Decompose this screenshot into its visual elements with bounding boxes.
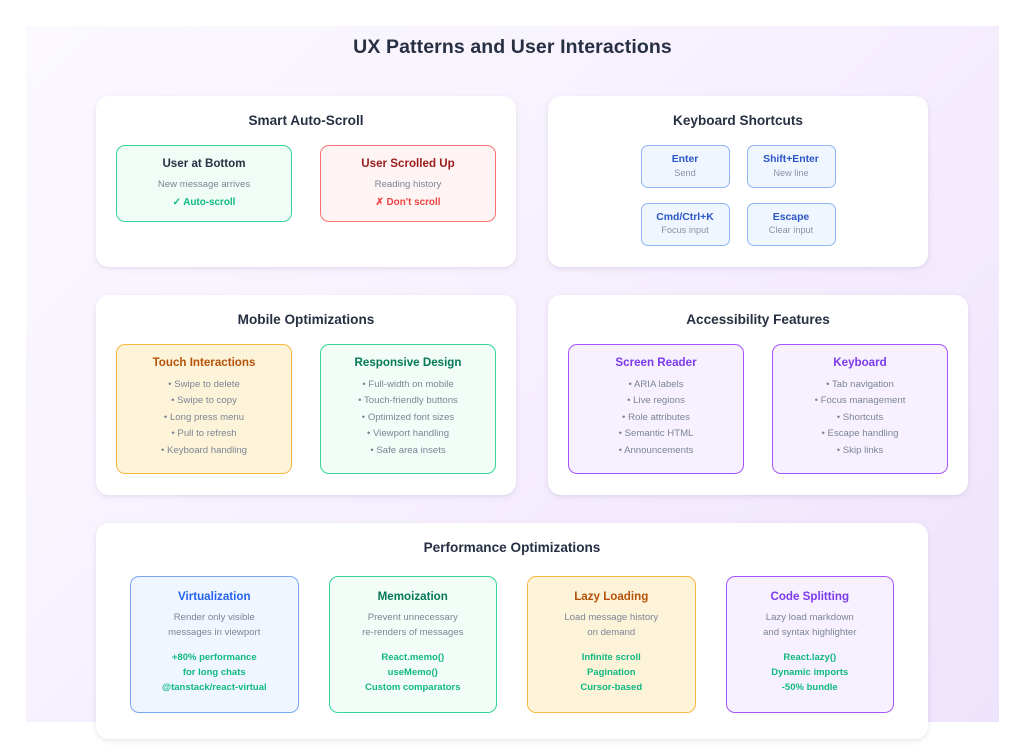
key-action: Send (674, 167, 696, 178)
panel-title-accessibility-features: Accessibility Features (686, 311, 830, 327)
list-item: • Viewport handling (366, 428, 450, 440)
panel-title-mobile-optimizations: Mobile Optimizations (237, 311, 375, 327)
list-item: • Safe area insets (370, 444, 446, 456)
panel-smart-auto-scroll: Smart Auto-Scroll User at Bottom New mes… (96, 96, 516, 267)
card-title: Touch Interactions (152, 355, 256, 369)
shortcut-key-list: Enter Send Shift+Enter New line Cmd/Ctrl… (568, 145, 908, 246)
accessibility-card-row: Screen Reader • ARIA labels • Live regio… (568, 343, 948, 475)
panel-accessibility-features: Accessibility Features Screen Reader • A… (548, 294, 968, 496)
card-title: Code Splitting (770, 590, 850, 604)
key-label: Shift+Enter (763, 154, 819, 165)
card-metrics: React.memo()useMemo()Custom comparators (364, 651, 461, 694)
list-item: • Swipe to delete (168, 378, 240, 390)
list-item: • Escape handling (821, 428, 899, 440)
list-item: • Semantic HTML (618, 428, 694, 440)
card-title: Responsive Design (354, 355, 462, 369)
mobile-card-row: Touch Interactions • Swipe to delete • S… (116, 343, 496, 475)
feature-list: • Swipe to delete • Swipe to copy • Long… (127, 377, 281, 460)
card-title: Memoization (377, 590, 448, 604)
list-item: • Tab navigation (826, 378, 894, 390)
card-responsive-design[interactable]: Responsive Design • Full-width on mobile… (320, 343, 496, 475)
card-title: Virtualization (177, 590, 251, 604)
card-title: Screen Reader (615, 355, 697, 369)
shortcut-key-escape[interactable]: Escape Clear input (746, 202, 836, 246)
list-item: • Skip links (836, 444, 884, 456)
list-item: • ARIA labels (628, 378, 684, 390)
key-action: Focus input (661, 225, 709, 236)
panel-title-keyboard-shortcuts: Keyboard Shortcuts (673, 113, 803, 128)
card-user-scrolled-up[interactable]: User Scrolled Up Reading history ✗ Don't… (320, 145, 496, 222)
panel-row-3: Performance Optimizations Virtualization… (96, 523, 928, 739)
list-item: • Focus management (814, 395, 906, 407)
status-badge-auto-scroll: ✓ Auto-scroll (172, 196, 236, 208)
key-label: Cmd/Ctrl+K (656, 211, 714, 223)
list-item: • Role attributes (622, 411, 690, 423)
panel-mobile-optimizations: Mobile Optimizations Touch Interactions … (96, 294, 516, 496)
list-item: • Announcements (618, 444, 694, 456)
shortcut-key-shift-enter[interactable]: Shift+Enter New line (746, 145, 836, 188)
panel-grid: Smart Auto-Scroll User at Bottom New mes… (96, 96, 968, 739)
key-action: New line (773, 167, 809, 178)
list-item: • Long press menu (163, 411, 245, 423)
list-item: • Pull to refresh (171, 428, 237, 440)
card-metrics: React.lazy()Dynamic imports-50% bundle (771, 651, 849, 694)
key-action: Clear input (768, 225, 814, 236)
shortcut-key-enter[interactable]: Enter Send (640, 145, 730, 188)
list-item: • Touch-friendly buttons (358, 395, 458, 407)
panel-performance-optimizations: Performance Optimizations Virtualization… (96, 523, 928, 739)
card-title: User Scrolled Up (361, 157, 455, 170)
card-screen-reader[interactable]: Screen Reader • ARIA labels • Live regio… (568, 343, 744, 475)
list-item: • Full-width on mobile (362, 378, 454, 390)
feature-list: • ARIA labels • Live regions • Role attr… (579, 377, 733, 460)
panel-keyboard-shortcuts: Keyboard Shortcuts Enter Send Shift+Ente… (548, 96, 928, 267)
feature-list: • Tab navigation • Focus management • Sh… (783, 377, 937, 460)
key-label: Escape (772, 211, 810, 223)
shortcut-key-cmd-ctrl-k[interactable]: Cmd/Ctrl+K Focus input (640, 202, 730, 246)
card-touch-interactions[interactable]: Touch Interactions • Swipe to delete • S… (116, 343, 292, 475)
panel-row-1: Smart Auto-Scroll User at Bottom New mes… (96, 96, 928, 267)
card-user-at-bottom[interactable]: User at Bottom New message arrives ✓ Aut… (116, 145, 292, 222)
card-title: Lazy Loading (574, 590, 649, 604)
list-item: • Swipe to copy (171, 395, 237, 407)
list-item: • Optimized font sizes (361, 411, 455, 423)
list-item: • Live regions (627, 395, 685, 407)
panel-row-2: Mobile Optimizations Touch Interactions … (96, 294, 968, 496)
card-keyboard-accessibility[interactable]: Keyboard • Tab navigation • Focus manage… (772, 343, 948, 475)
key-label: Enter (671, 154, 699, 165)
status-badge-dont-scroll: ✗ Don't scroll (375, 196, 441, 208)
list-item: • Shortcuts (836, 411, 884, 423)
card-title: Keyboard (833, 355, 887, 369)
panel-title-performance-optimizations: Performance Optimizations (423, 540, 601, 556)
page-title: UX Patterns and User Interactions (353, 36, 672, 58)
panel-title-auto-scroll: Smart Auto-Scroll (248, 113, 364, 128)
card-subtitle: Reading history (374, 179, 442, 190)
card-title: User at Bottom (162, 157, 246, 170)
card-subtitle: New message arrives (157, 179, 251, 190)
list-item: • Keyboard handling (160, 444, 248, 456)
auto-scroll-card-row: User at Bottom New message arrives ✓ Aut… (116, 145, 496, 222)
feature-list: • Full-width on mobile • Touch-friendly … (331, 377, 485, 460)
